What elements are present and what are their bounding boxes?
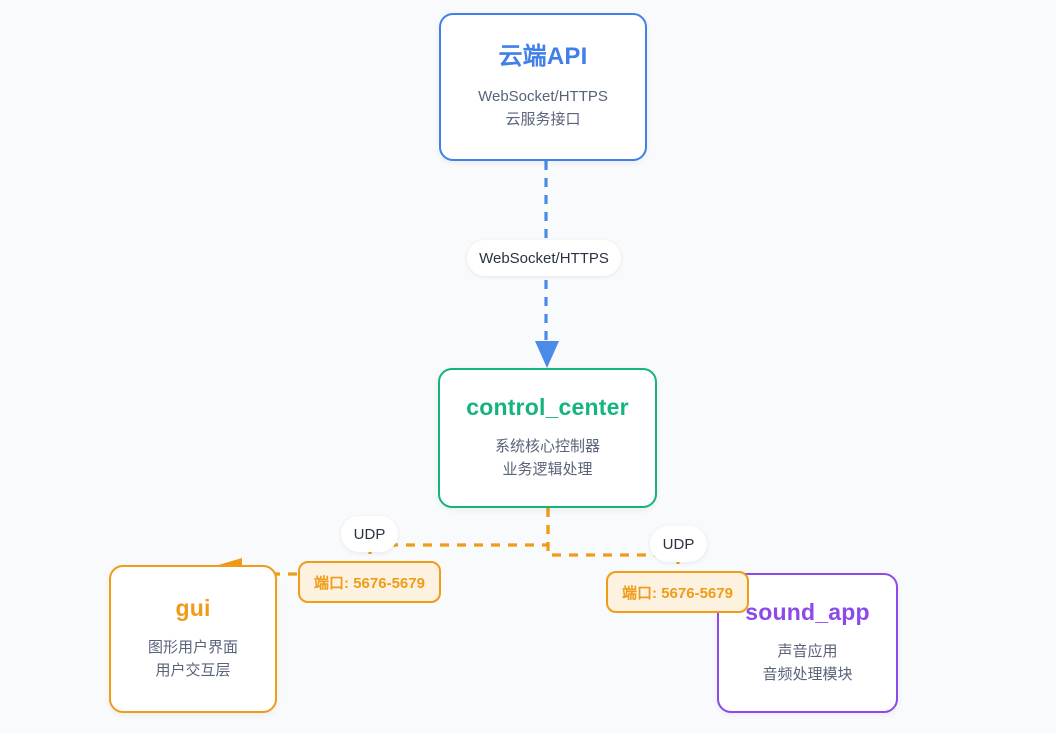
- node-sound-app-title: sound_app: [745, 599, 870, 626]
- node-cloud-api-subtitle-line-1: WebSocket/HTTPS: [478, 87, 608, 105]
- node-gui-subtitle-line-2: 用户交互层: [155, 662, 231, 680]
- node-control-center-title: control_center: [466, 394, 629, 421]
- node-sound-app[interactable]: sound_app 声音应用 音频处理模块: [717, 573, 898, 713]
- node-control-center-subtitle-line-1: 系统核心控制器: [494, 438, 600, 456]
- node-cloud-api-subtitle-line-2: 云服务接口: [505, 110, 581, 128]
- node-gui-title: gui: [175, 595, 211, 622]
- node-control-center-subtitle-line-2: 业务逻辑处理: [502, 461, 593, 479]
- node-cloud-api-subtitle: WebSocket/HTTPS 云服务接口: [478, 85, 608, 132]
- node-cloud-api[interactable]: 云端API WebSocket/HTTPS 云服务接口: [439, 13, 647, 161]
- node-gui-subtitle-line-1: 图形用户界面: [147, 639, 238, 657]
- port-range-box-sound: 端口: 5676-5679: [606, 571, 749, 613]
- node-sound-app-subtitle-line-1: 声音应用: [777, 643, 838, 661]
- arrowhead-down-control: [535, 341, 559, 368]
- node-gui[interactable]: gui 图形用户界面 用户交互层: [109, 565, 277, 713]
- edge-label-udp-left: UDP: [341, 516, 398, 552]
- node-sound-app-subtitle-line-2: 音频处理模块: [762, 666, 853, 684]
- node-cloud-api-title: 云端API: [498, 42, 588, 70]
- node-control-center[interactable]: control_center 系统核心控制器 业务逻辑处理: [438, 368, 657, 508]
- node-control-center-subtitle: 系统核心控制器 业务逻辑处理: [495, 435, 600, 482]
- node-sound-app-subtitle: 声音应用 音频处理模块: [762, 640, 852, 687]
- node-gui-subtitle: 图形用户界面 用户交互层: [148, 636, 238, 683]
- edge-label-websocket-https: WebSocket/HTTPS: [467, 240, 621, 276]
- edge-label-udp-right: UDP: [650, 526, 707, 562]
- port-range-box-gui: 端口: 5676-5679: [298, 561, 441, 603]
